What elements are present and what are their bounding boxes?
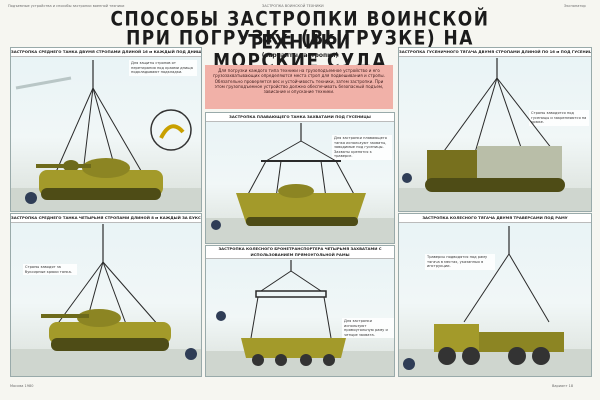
panel-tracked-tractor: ЗАСТРОПКА ГУСЕНИЧНОГО ТЯГАЧА ДВУМЯ СТРОП… <box>398 47 592 212</box>
panel-illustration <box>11 224 201 376</box>
panel-illustration <box>399 58 591 211</box>
subtitle: (варианты застропки) <box>261 52 339 59</box>
header-top-center: ЗАСТРОПКА ВОИНСКОЙ ТЕХНИКИ <box>262 4 324 8</box>
panel-note: Для защиты стропов от перетирания под кр… <box>129 60 197 76</box>
panel-wheeled-tractor: ЗАСТРОПКА КОЛЕСНОГО ТЯГАЧА ДВУМЯ ТРАВЕРС… <box>398 213 592 377</box>
panel-note: Траверсы подводятся под раму тягача в ме… <box>425 254 495 270</box>
panel-note: Для застропки используют прямоугольную р… <box>342 318 394 339</box>
panel-note: Стропы заводят за буксирные крюки танка. <box>23 264 77 276</box>
footer-left: Москва 1980 <box>10 384 34 388</box>
header-top-left: Подъемные устройства и способы застропки… <box>8 4 125 8</box>
header-top-right: Экспонатор <box>564 4 586 8</box>
panel-illustration <box>11 60 201 211</box>
title-line-1: СПОСОБЫ ЗАСТРОПКИ ВОИНСКОЙ ТЕХНИКИ <box>110 8 490 54</box>
panel-caption: ЗАСТРОПКА ГУСЕНИЧНОГО ТЯГАЧА ДВУМЯ СТРОП… <box>399 48 591 57</box>
panel-wheeled-apc: ЗАСТРОПКА КОЛЕСНОГО БРОНЕТРАНСПОРТЕРА ЧЕ… <box>205 245 395 377</box>
panel-note: Для застропки плавающего танка использую… <box>332 135 392 160</box>
panel-caption: ЗАСТРОПКА КОЛЕСНОГО ТЯГАЧА ДВУМЯ ТРАВЕРС… <box>399 214 591 223</box>
panel-illustration <box>399 226 591 376</box>
panel-caption: ЗАСТРОПКА СРЕДНЕГО ТАНКА ЧЕТЫРЬМЯ СТРОПА… <box>11 214 201 223</box>
panel-note: Стропы заводятся под гусеницы и закрепля… <box>529 110 589 126</box>
panel-amphibious-tank: ЗАСТРОПКА ПЛАВАЮЩЕГО ТАНКА ЗАХВАТАМИ ПОД… <box>205 112 395 244</box>
panel-caption: ЗАСТРОПКА СРЕДНЕГО ТАНКА ДВУМЯ СТРОПАМИ … <box>11 48 201 57</box>
panel-medium-tank-hooks: ЗАСТРОПКА СРЕДНЕГО ТАНКА ЧЕТЫРЬМЯ СТРОПА… <box>10 213 202 377</box>
panel-caption: ЗАСТРОПКА КОЛЕСНОГО БРОНЕТРАНСПОРТЕРА ЧЕ… <box>206 246 394 259</box>
panel-caption: ЗАСТРОПКА ПЛАВАЮЩЕГО ТАНКА ЗАХВАТАМИ ПОД… <box>206 113 394 122</box>
panel-illustration <box>206 260 394 376</box>
footer-right: Вариант 18 <box>552 384 574 388</box>
panel-medium-tank-underbody: ЗАСТРОПКА СРЕДНЕГО ТАНКА ДВУМЯ СТРОПАМИ … <box>10 47 202 212</box>
intro-text: Для погрузки каждого типа техники на гру… <box>205 65 393 109</box>
panel-illustration <box>206 123 394 243</box>
